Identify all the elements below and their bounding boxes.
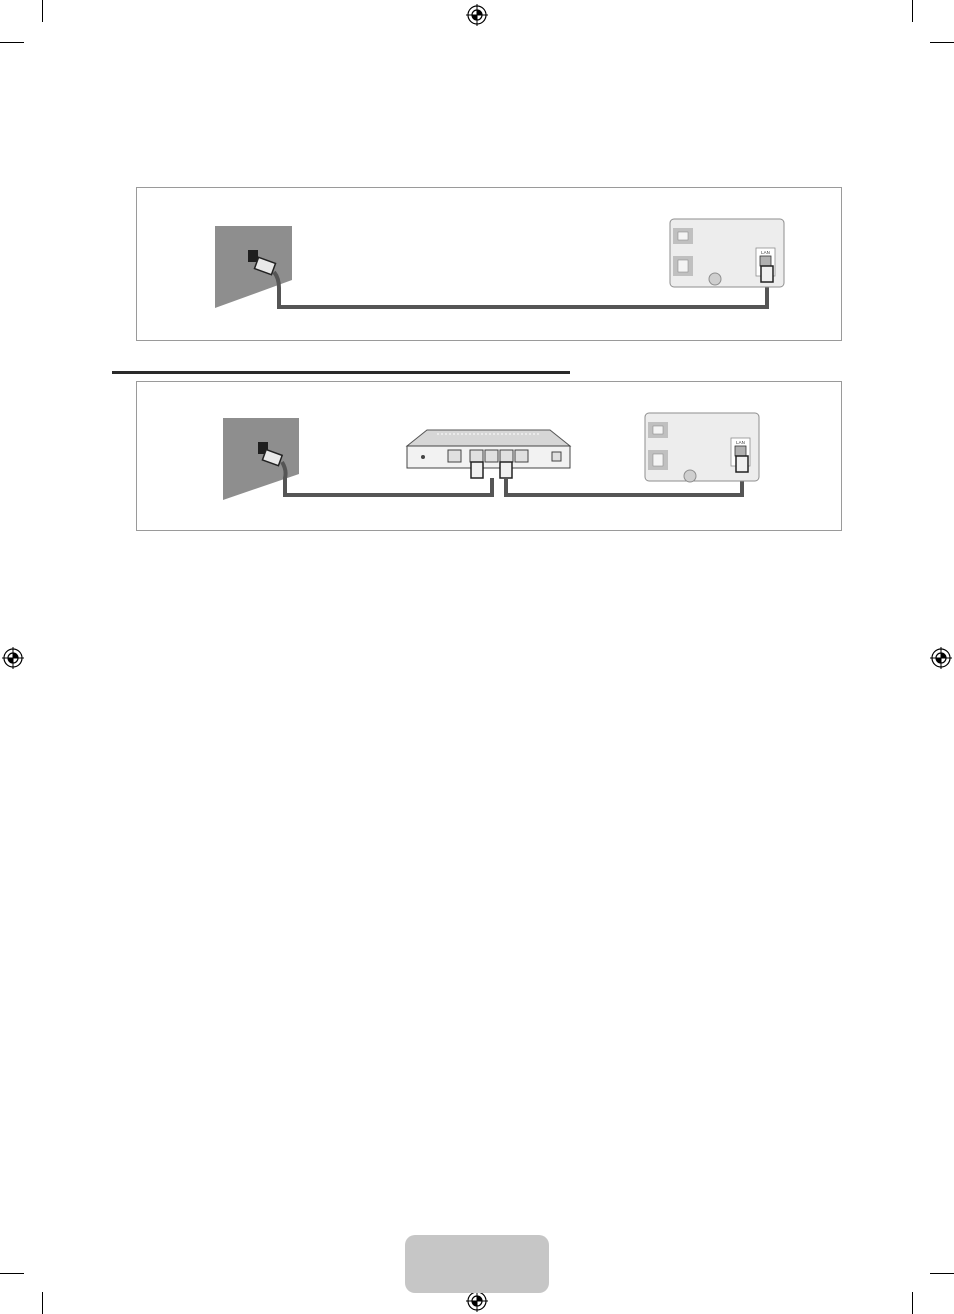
diagram-router-connection: LAN	[136, 381, 842, 531]
lan-port-label: LAN	[736, 440, 745, 445]
crop-mark-bottom-right-h	[930, 1273, 954, 1274]
crop-mark-top-right-v	[912, 0, 913, 22]
registration-mark-icon	[2, 647, 24, 669]
crop-mark-top-left-h	[0, 42, 24, 43]
lan-port-label: LAN	[761, 250, 770, 255]
registration-mark-icon	[466, 4, 488, 26]
crop-mark-bottom-right-v	[912, 1292, 913, 1314]
crop-mark-bottom-left-v	[42, 1292, 43, 1314]
registration-mark-icon	[466, 1290, 488, 1312]
section-heading-rule	[112, 371, 570, 374]
registration-mark-icon	[930, 647, 952, 669]
crop-mark-top-right-h	[930, 42, 954, 43]
crop-mark-top-left-v	[42, 0, 43, 22]
router-icon	[407, 430, 570, 468]
wall-outlet-icon	[223, 418, 299, 500]
page-number-tab	[405, 1235, 549, 1293]
diagram-direct-connection: LAN	[136, 187, 842, 341]
crop-mark-bottom-left-h	[0, 1273, 24, 1274]
